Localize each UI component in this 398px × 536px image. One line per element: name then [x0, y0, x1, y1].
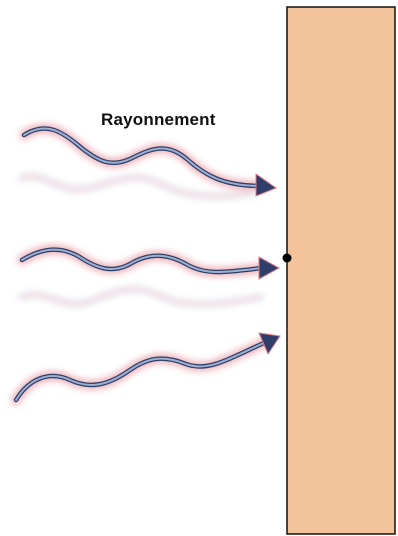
contact-point — [283, 254, 292, 263]
incoming-wave-bottom — [16, 333, 280, 400]
incoming-wave-middle — [22, 250, 279, 279]
arrowhead-top — [256, 174, 276, 196]
arrowhead-middle — [259, 257, 279, 279]
wave-reflection-middle — [22, 289, 260, 304]
absorbing-surface — [287, 7, 395, 534]
radiation-label: Rayonnement — [101, 110, 216, 130]
